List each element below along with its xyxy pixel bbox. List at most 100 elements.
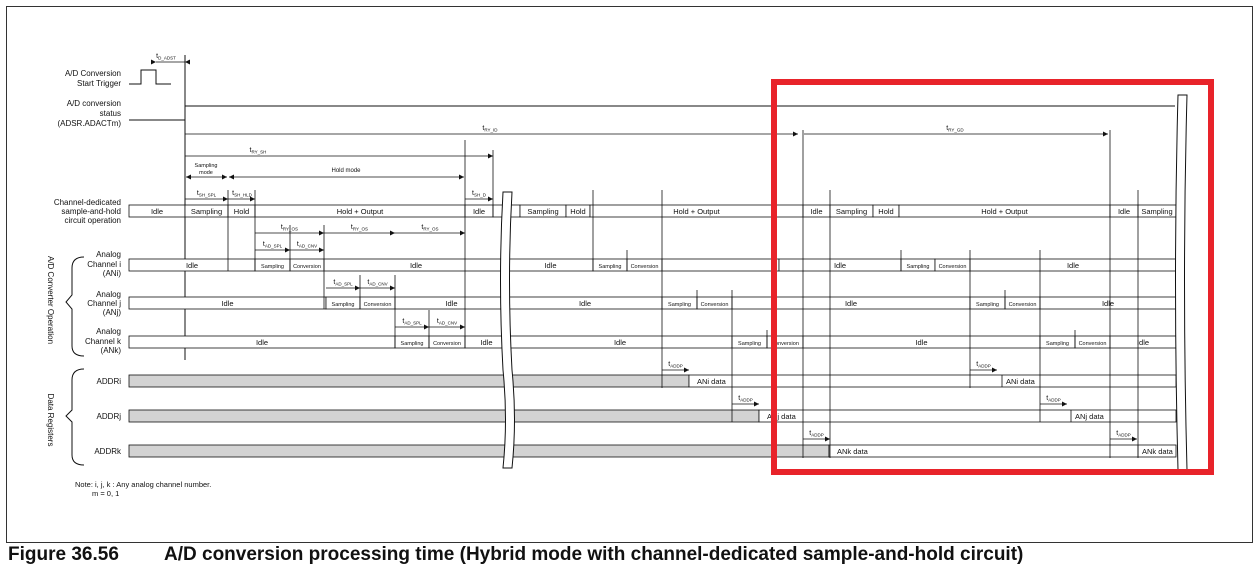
- break-mark-2: [1175, 94, 1188, 471]
- svg-text:tAD_CNV: tAD_CNV: [367, 279, 387, 287]
- chk-row-label: Conversion: [433, 341, 461, 347]
- chj-row-label: Conversion: [1009, 302, 1037, 308]
- chk-row-label: Sampling: [401, 341, 424, 347]
- addrj-row-valid: [758, 409, 1177, 423]
- svg-text:tD_ADST: tD_ADST: [156, 53, 176, 61]
- chj-row-label: Sampling: [976, 302, 999, 308]
- timing-addp: tADDP: [803, 430, 830, 442]
- chi-row-label: Idle: [834, 261, 846, 270]
- timing-ad_spl: tAD_SPL: [326, 279, 360, 291]
- label-chk-2: Channel k: [85, 337, 122, 346]
- label-addrj: ADDRj: [97, 412, 122, 421]
- highlight-box: [771, 79, 1214, 475]
- timing-ry_os: tRY_OS: [255, 224, 324, 236]
- sh-row-label: Idle: [473, 207, 485, 216]
- note-line-2: m = 0, 1: [92, 489, 119, 498]
- svg-text:tADDP: tADDP: [668, 361, 682, 369]
- sh-row-label: Sampling: [836, 207, 867, 216]
- addrk-row-data-label: ANk data: [837, 447, 869, 456]
- chi-row-label: Sampling: [599, 264, 622, 270]
- adc-group-bracket: [65, 256, 85, 357]
- label-sh-1: Channel-dedicated: [54, 198, 121, 207]
- addrj-row-data-label: ANj data: [1075, 412, 1105, 421]
- sh-row-label: Sampling: [191, 207, 222, 216]
- chk-row-label: Idle: [1137, 338, 1149, 347]
- trigger-waveform: [129, 69, 171, 85]
- chi-row-label: Idle: [1067, 261, 1079, 270]
- timing-sh_hld: tSH_HLD: [228, 190, 255, 202]
- label-status-1: A/D conversion: [67, 99, 121, 108]
- label-sh-3: circuit operation: [65, 216, 121, 225]
- status-waveform: [129, 105, 1175, 121]
- svg-text:tAD_SPL: tAD_SPL: [402, 318, 422, 326]
- svg-text:tADDP: tADDP: [1116, 430, 1130, 438]
- chj-row-label: Conversion: [364, 302, 392, 308]
- label-chk-3: (ANk): [101, 346, 122, 355]
- label-sh-2: sample-and-hold: [61, 207, 121, 216]
- sh-row-label: Idle: [151, 207, 163, 216]
- label-chi-1: Analog: [96, 250, 121, 259]
- svg-text:tAD_SPL: tAD_SPL: [333, 279, 353, 287]
- svg-text:tADDP: tADDP: [976, 361, 990, 369]
- sh-row-label: Hold: [570, 207, 585, 216]
- label-chj-2: Channel j: [87, 299, 121, 308]
- chk-row-label: Idle: [256, 338, 268, 347]
- chk-row: Idle Sampling Conversion Idle Idle Sampling Co…: [128, 335, 1177, 349]
- sh-row-label: Sampling: [527, 207, 558, 216]
- chk-row-label: Sampling: [738, 341, 761, 347]
- svg-text:Sampling: Sampling: [195, 163, 218, 169]
- addrk-row-valid: [828, 444, 1177, 458]
- sh-row-label: Sampling: [1141, 207, 1172, 216]
- timing-ry_gd: tRY_GD: [804, 125, 1108, 137]
- chi-row-label: Idle: [410, 261, 422, 270]
- svg-text:tRY_GD: tRY_GD: [946, 125, 964, 133]
- addrj-row-data-label: ANj data: [767, 412, 797, 421]
- sh-row-label: Hold + Output: [673, 207, 720, 216]
- chi-row-label: Idle: [186, 261, 198, 270]
- sh-row-label: Hold: [234, 207, 249, 216]
- svg-text:mode: mode: [199, 170, 213, 176]
- sh-row-label: Hold + Output: [981, 207, 1028, 216]
- addri-row-data-label: ANi data: [1006, 377, 1036, 386]
- label-chi-2: Channel i: [87, 260, 121, 269]
- chj-row-label: Idle: [579, 299, 591, 308]
- caption-number: Figure 36.56: [8, 544, 119, 565]
- label-trigger-2: Start Trigger: [77, 79, 121, 88]
- timing-sh_d: tSH_D: [465, 190, 493, 202]
- label-status-2: status: [100, 109, 121, 118]
- note-line-1: Note: i, j, k : Any analog channel numbe…: [75, 480, 211, 489]
- sh-row: Idle Sampling Hold Hold + Output Idle Samplin…: [128, 204, 1177, 218]
- label-chk-1: Analog: [96, 327, 121, 336]
- regs-group-bracket: [65, 368, 85, 466]
- chk-row-label: Idle: [480, 338, 492, 347]
- svg-text:Hold mode: Hold mode: [331, 168, 361, 174]
- addrk-row-pending: [128, 444, 830, 458]
- sh-row-label: Hold + Output: [337, 207, 384, 216]
- sh-row-label: Idle: [1118, 207, 1130, 216]
- chi-row-label: Sampling: [907, 264, 930, 270]
- svg-text:tRY_SH: tRY_SH: [250, 147, 267, 155]
- addri-row-data-label: ANi data: [697, 377, 727, 386]
- label-addri: ADDRi: [97, 377, 122, 386]
- addri-row-valid: [688, 374, 1177, 388]
- chk-row-label: Idle: [915, 338, 927, 347]
- adc-group-label: A/D Converter Operation: [46, 256, 55, 344]
- regs-group-label: Data Registers: [46, 394, 55, 447]
- svg-text:tSH_SPL: tSH_SPL: [197, 190, 217, 198]
- svg-text:tAD_CNV: tAD_CNV: [297, 241, 317, 249]
- chj-row-label: Idle: [221, 299, 233, 308]
- svg-text:tRY_ID: tRY_ID: [482, 125, 498, 133]
- chk-row-label: Conversion: [1079, 341, 1107, 347]
- svg-text:tRY_OS: tRY_OS: [421, 224, 438, 232]
- chi-row-segment: [661, 258, 780, 272]
- timing-ad_spl: tAD_SPL: [395, 318, 429, 330]
- break-mark-1: [500, 191, 515, 469]
- label-status-3: (ADSR.ADACTm): [57, 119, 121, 128]
- chj-row-label: Idle: [1102, 299, 1114, 308]
- timing-addp: tADDP: [1040, 395, 1067, 407]
